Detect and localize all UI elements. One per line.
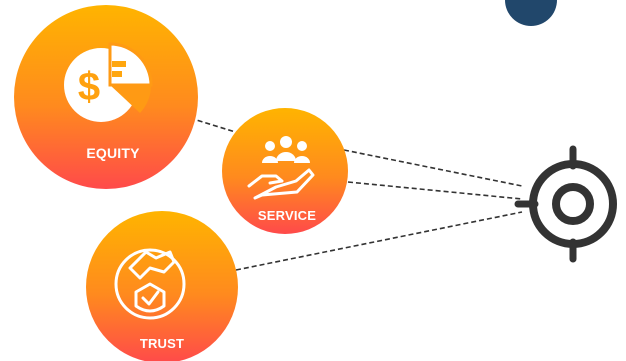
pie-chart-dollar-icon: $ <box>64 42 153 122</box>
corner-accent-shape <box>505 0 557 26</box>
connector-equity-service <box>189 117 246 136</box>
connector-trust-target <box>235 211 523 271</box>
target-crosshair-icon <box>514 145 617 263</box>
service-node: SERVICE <box>222 108 348 234</box>
people-in-hand-icon <box>247 136 315 200</box>
handshake-shield-icon <box>114 248 186 320</box>
svg-text:$: $ <box>78 65 100 109</box>
equity-label: EQUITY <box>86 145 140 161</box>
connector-service-target-upper <box>343 149 523 187</box>
equity-node: $ EQUITY <box>14 5 198 189</box>
trust-node: TRUST <box>86 211 238 361</box>
trust-label: TRUST <box>140 336 184 351</box>
connectors <box>189 117 523 271</box>
service-label: SERVICE <box>258 208 316 223</box>
connector-service-target-lower <box>347 181 523 200</box>
